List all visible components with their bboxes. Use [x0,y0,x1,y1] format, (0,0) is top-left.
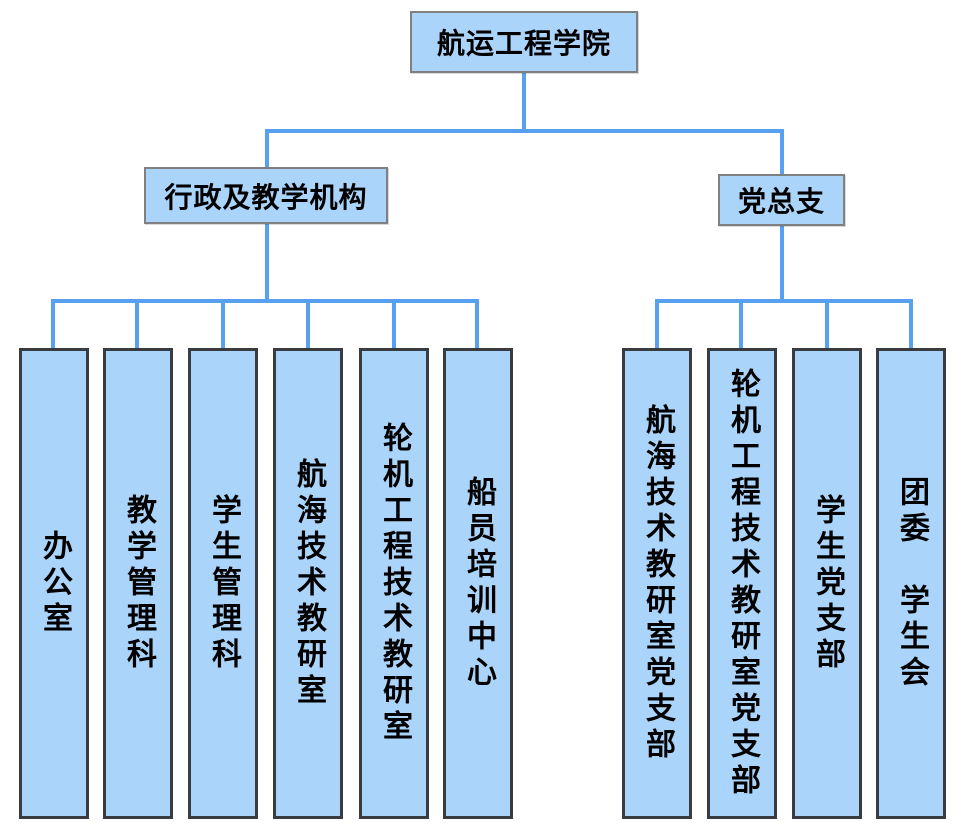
node-admin-teaching-branch: 行政及教学机构 [144,167,388,224]
connector-root-drop [522,72,526,133]
connector-stub [392,301,396,348]
node-marine-engineering-office: 轮机工程技术教研室 [359,348,429,819]
node-student-management-section: 学生管理科 [188,348,258,819]
connector-level1-bus [265,129,784,133]
connector-stub [306,301,310,348]
connector-stub [135,301,139,348]
node-marine-engineering-party-branch: 轮机工程技术教研室党支部 [707,348,777,819]
connector-stub [475,301,479,348]
node-navigation-tech-party-branch: 航海技术教研室党支部 [622,348,692,819]
connector-stub [909,301,913,348]
node-teaching-management-section: 教学管理科 [103,348,173,819]
connector-stub [825,301,829,348]
connector-stub [51,301,55,348]
node-student-party-branch: 学生党支部 [792,348,862,819]
node-party-general-branch: 党总支 [718,174,845,226]
connector-right-bus [655,299,913,303]
node-crew-training-center: 船员培训中心 [443,348,513,819]
connector-left-bus [51,299,479,303]
node-college-root: 航运工程学院 [410,11,638,73]
node-navigation-tech-office: 航海技术教研室 [273,348,343,819]
connector-stub [655,301,659,348]
node-youth-league-student-union: 团委 学生会 [876,348,946,819]
connector-branch2-drop-bottom [780,224,784,303]
connector-branch2-drop-top [780,131,784,176]
connector-stub [221,301,225,348]
node-office: 办公室 [19,348,89,819]
connector-branch1-drop-top [265,131,269,169]
connector-stub [739,301,743,348]
connector-branch1-drop-bottom [265,222,269,303]
